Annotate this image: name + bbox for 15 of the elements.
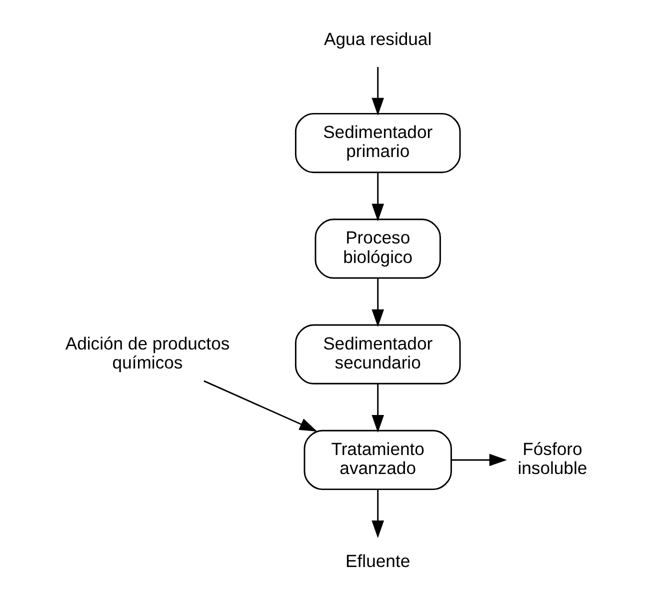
- arrow: [371, 172, 384, 222]
- node-text: Adición de productos químicos: [64, 333, 230, 372]
- arrow: [371, 384, 384, 433]
- node-box: Tratamiento avanzado: [303, 430, 452, 490]
- node-text: Efluente: [345, 551, 410, 572]
- node-box: Proceso biológico: [314, 218, 440, 279]
- node-text: Agua residual: [324, 28, 432, 49]
- arrow: [203, 380, 317, 432]
- arrow: [371, 490, 384, 538]
- node-text: Fósforo insoluble: [517, 438, 587, 478]
- arrow: [371, 278, 384, 328]
- arrow: [451, 454, 506, 466]
- node-box: Sedimentador secundario: [294, 324, 460, 384]
- arrow: [371, 66, 384, 116]
- node-box: Sedimentador primario: [294, 112, 460, 174]
